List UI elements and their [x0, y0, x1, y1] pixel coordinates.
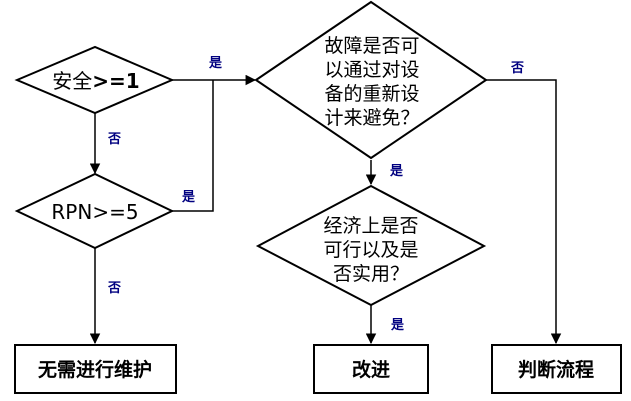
feasible-line-3: 否实用？	[333, 263, 409, 285]
edge-redesign-to-judgement	[486, 79, 562, 345]
safety-decision-shape	[14, 45, 175, 115]
edge-rpn-to-redesign	[172, 80, 214, 212]
redesign-line-3: 备的重新设	[324, 83, 419, 105]
redesign-line-4: 计来避免？	[324, 107, 419, 129]
feasible-line-1: 经济上是否	[323, 215, 418, 237]
edge-label-rpn-no: 否	[107, 281, 121, 296]
safety-decision-label: 安全>=1	[52, 69, 139, 93]
redesign-decision-shape	[254, 0, 488, 160]
edge-label-feasible-yes: 是	[390, 318, 405, 333]
improve-box	[313, 344, 429, 394]
edge-label-redesign-yes: 是	[389, 164, 404, 179]
no-maintenance-label: 无需进行维护	[38, 358, 152, 381]
edge-label-safety-no: 否	[107, 132, 121, 147]
improve-label: 改进	[352, 358, 390, 381]
no-maintenance-box	[14, 344, 177, 394]
judgement-label: 判断流程	[518, 358, 594, 381]
edge-label-redesign-no: 否	[510, 61, 524, 76]
safety-suffix: >=1	[92, 69, 139, 93]
feasible-decision-shape	[255, 184, 487, 307]
judgement-box	[491, 344, 622, 394]
redesign-line-2: 以通过对设	[324, 59, 419, 81]
edge-label-safety-yes: 是	[208, 56, 223, 71]
edge-label-rpn-yes: 是	[181, 190, 196, 205]
safety-prefix: 安全	[52, 69, 92, 93]
feasible-line-2: 可行以及是	[323, 239, 418, 261]
redesign-line-1: 故障是否可	[324, 35, 419, 57]
rpn-decision-shape	[14, 172, 175, 250]
rpn-decision-label: RPN>=5	[51, 200, 138, 224]
